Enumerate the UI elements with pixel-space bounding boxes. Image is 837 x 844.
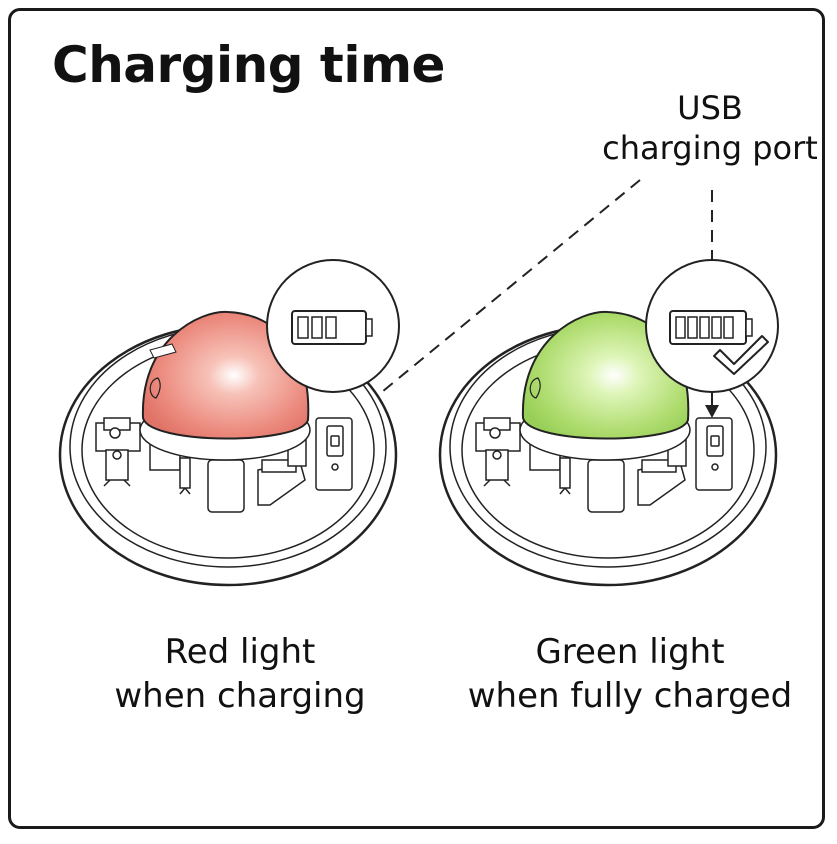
diagram-frame — [8, 8, 825, 829]
caption-red-line1: Red light — [164, 632, 316, 672]
usb-port — [695, 417, 733, 491]
checkmark-icon — [713, 335, 769, 375]
light-unit-red — [58, 310, 398, 587]
usb-port-label-line1: USB — [677, 89, 743, 127]
usb-port-label: USB charging port — [585, 88, 835, 168]
page-title: Charging time — [52, 36, 445, 94]
light-unit-green — [438, 310, 778, 587]
caption-red-light: Red light when charging — [80, 630, 400, 718]
clip-left — [95, 417, 141, 487]
battery-bubble-partial — [266, 259, 400, 393]
leader-line-left — [359, 179, 641, 411]
leader-arrow-right — [705, 405, 719, 418]
usb-port — [315, 417, 353, 491]
caption-green-line1: Green light — [535, 632, 725, 672]
usb-port-label-line2: charging port — [602, 129, 818, 167]
clip-left — [475, 417, 521, 487]
battery-bubble-full — [645, 259, 779, 393]
caption-red-line2: when charging — [114, 676, 366, 716]
caption-green-light: Green light when fully charged — [440, 630, 820, 718]
caption-green-line2: when fully charged — [467, 676, 793, 716]
